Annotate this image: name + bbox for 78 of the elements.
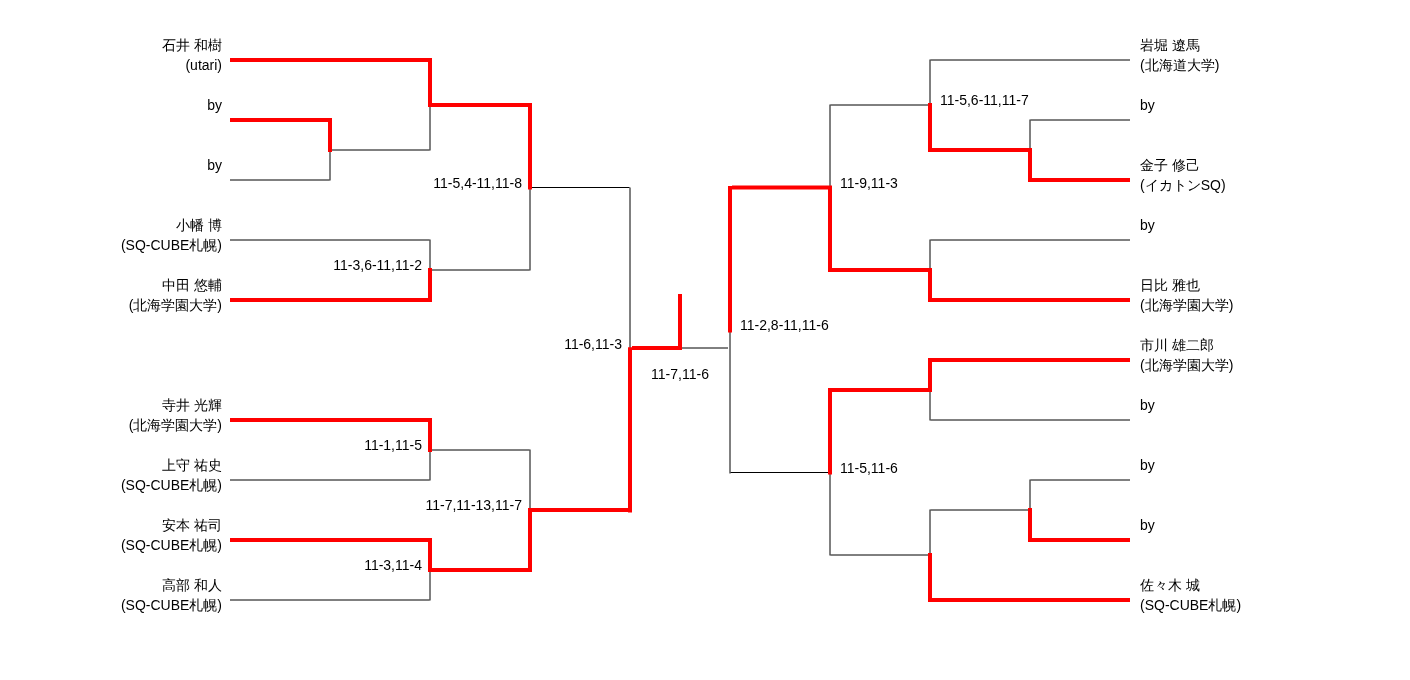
player-name: 寺井 光輝 (161, 397, 222, 413)
team-name: (北海学園大学) (1140, 357, 1234, 373)
player-name: 岩堀 遼馬 (1140, 37, 1201, 53)
match-score: 11-1,11-5 (364, 437, 422, 453)
match-score: 11-5,11-6 (840, 459, 898, 476)
bracket-line (830, 554, 929, 556)
team-name: (utari) (184, 57, 222, 73)
bracket-line (331, 149, 430, 151)
bye-label: by (1140, 457, 1155, 473)
bracket-line (431, 449, 530, 451)
bracket-line (932, 598, 1130, 602)
bracket-line (230, 418, 428, 422)
player-name: 上守 祐史 (161, 457, 222, 473)
bye-label: by (207, 157, 222, 173)
player-name: 安本 祐司 (161, 517, 222, 533)
player-name: 日比 雅也 (1140, 277, 1201, 293)
match-score: 11-9,11-3 (840, 174, 898, 191)
bracket-line (832, 388, 928, 392)
bracket-line (432, 103, 528, 107)
match-score: 11-5,6-11,11-7 (940, 92, 1029, 108)
team-name: (イカトンSQ) (1140, 177, 1226, 193)
bracket-line (732, 185, 828, 190)
bracket-line (930, 239, 1131, 241)
bracket-line (930, 509, 1029, 511)
bracket-line (830, 104, 929, 106)
team-name: (SQ-CUBE札幌) (120, 597, 222, 613)
player-name: 中田 悠輔 (161, 277, 222, 293)
bracket-line (930, 419, 1131, 421)
bracket-line (431, 269, 530, 271)
team-name: (SQ-CUBE札幌) (120, 477, 222, 493)
bracket-line (1032, 538, 1130, 542)
bracket-line (730, 472, 829, 473)
bracket-line (930, 59, 1131, 61)
player-name: 石井 和樹 (162, 37, 222, 53)
match-score: 11-5,4-11,11-8 (433, 174, 522, 191)
bracket-line (932, 298, 1130, 302)
bracket-line (230, 298, 428, 302)
match-score: 11-7,11-13,11-7 (425, 497, 522, 513)
bracket-line (229, 599, 430, 601)
player-name: 佐々木 城 (1140, 577, 1201, 593)
bracket-line (230, 118, 328, 122)
match-score: 11-3,11-4 (364, 557, 422, 573)
match-score: 11-3,6-11,11-2 (333, 257, 422, 273)
bye-label: by (1140, 97, 1155, 113)
bracket-line (229, 179, 330, 181)
match-score: 11-2,8-11,11-6 (740, 317, 829, 333)
team-name: (SQ-CUBE札幌) (120, 237, 222, 253)
bracket-line (432, 568, 528, 572)
bye-label: by (1140, 517, 1155, 533)
team-name: (北海学園大学) (128, 297, 222, 313)
team-name: (北海道大学) (1140, 57, 1220, 73)
bye-label: by (1140, 397, 1155, 413)
bracket-line (1032, 178, 1130, 182)
match-score: 11-7,11-6 (651, 366, 709, 382)
bracket-line (632, 346, 678, 350)
player-name: 高部 和人 (161, 577, 222, 593)
bracket-line (680, 347, 729, 349)
bracket-line (932, 148, 1028, 152)
team-name: (SQ-CUBE札幌) (120, 537, 222, 553)
bracket-line (230, 538, 428, 542)
bracket-line (532, 508, 628, 512)
bracket-line (932, 358, 1130, 362)
team-name: (北海学園大学) (1140, 297, 1234, 313)
bracket-line (230, 58, 428, 62)
bracket-line (1030, 119, 1131, 121)
player-name: 市川 雄二郎 (1140, 337, 1215, 353)
bye-label: by (1140, 217, 1155, 233)
bye-label: by (207, 97, 222, 113)
match-score: 11-6,11-3 (564, 335, 622, 352)
bracket-line (531, 187, 630, 188)
team-name: (SQ-CUBE札幌) (1140, 597, 1242, 613)
bracket-line (1030, 479, 1131, 481)
bracket-line (832, 268, 928, 272)
bracket-line (229, 239, 430, 241)
player-name: 金子 修己 (1140, 157, 1201, 173)
team-name: (北海学園大学) (128, 417, 222, 433)
bracket-line (229, 479, 430, 481)
player-name: 小幡 博 (175, 217, 222, 233)
